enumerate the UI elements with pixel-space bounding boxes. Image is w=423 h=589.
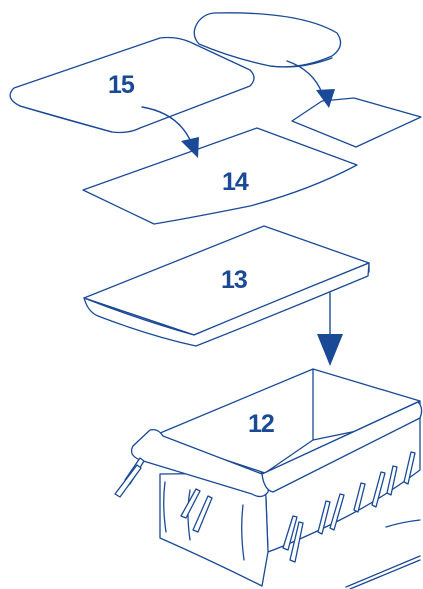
arrow-block-13-to-box-12	[317, 292, 343, 366]
sheet-part-14	[82, 127, 358, 225]
small-pad-top-right	[193, 12, 342, 68]
foam-block-part-13	[83, 225, 370, 347]
partial-piece-bottom-right	[345, 519, 421, 589]
label-part-14: 14	[222, 168, 249, 196]
arrow-small-pad-to-square	[286, 60, 335, 108]
storage-box-part-12	[114, 368, 423, 587]
label-part-15: 15	[108, 71, 135, 99]
small-square-piece	[291, 97, 422, 148]
arrow-pad-15-to-sheet-14	[141, 106, 199, 158]
label-part-13: 13	[221, 266, 247, 294]
pad-part-15	[9, 36, 255, 134]
label-part-12: 12	[248, 410, 274, 438]
box-fringe	[114, 451, 416, 563]
